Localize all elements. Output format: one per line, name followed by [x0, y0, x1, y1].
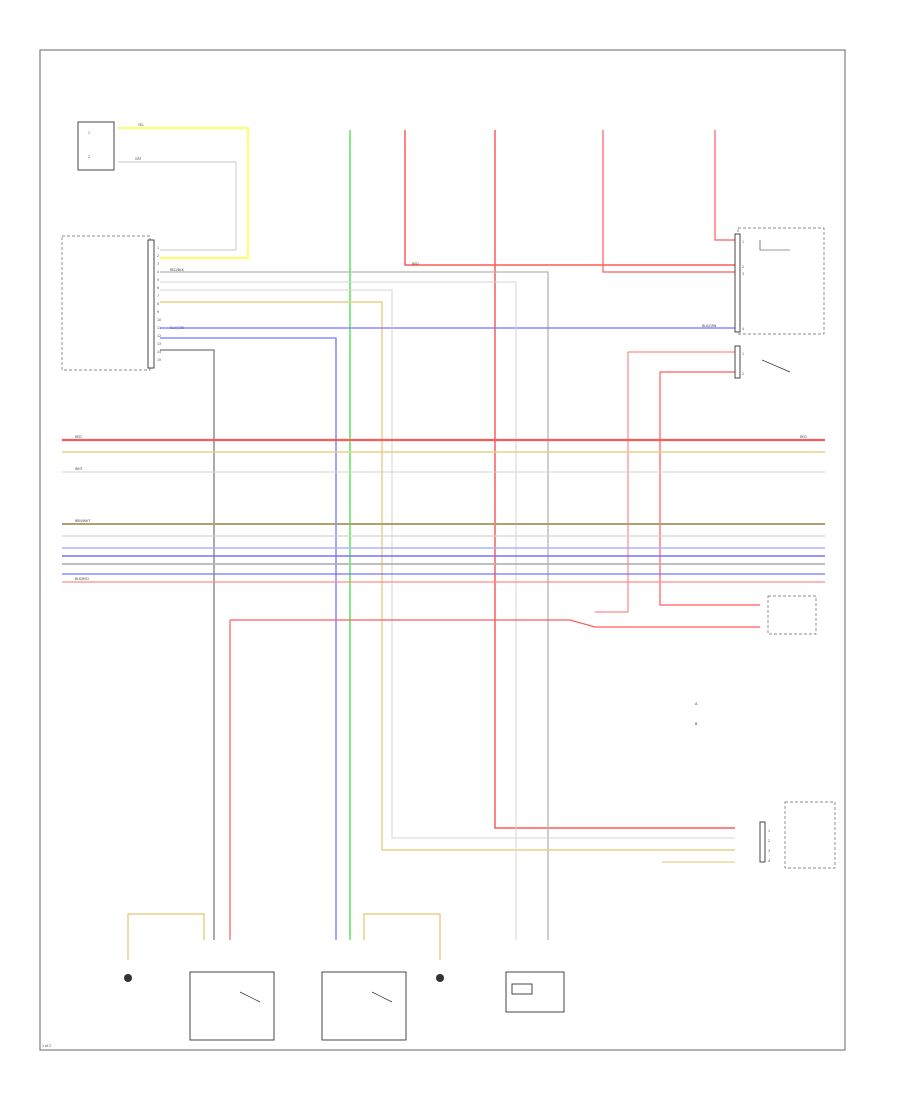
right-middle-outline	[767, 595, 817, 635]
label-grt-top: GRT	[135, 157, 141, 161]
wire-black-down	[160, 349, 215, 940]
cm-pin-13: 13	[157, 342, 161, 346]
label-yel-top: YEL	[138, 123, 144, 127]
top-sensor-box	[77, 121, 115, 171]
cm-pin-3: 3	[157, 262, 159, 266]
module-output-wires: BLU/GRN	[160, 271, 735, 940]
rb-pin-2: 2	[768, 839, 770, 843]
center-motor-box	[321, 971, 407, 1041]
relay-top-outline	[737, 227, 825, 335]
control-module-outline	[61, 235, 151, 371]
wire-pink-down	[595, 352, 629, 613]
page-code: 1 of 2	[42, 1044, 51, 1048]
diagram-frame	[39, 49, 846, 1051]
bus-label-blk-red: BLK/RED	[75, 577, 89, 581]
motor-icon	[239, 991, 261, 1003]
wire-red-horizontal	[230, 619, 760, 628]
legend: A B	[695, 702, 698, 726]
cm-pin-15: 15	[157, 358, 161, 362]
wire-tan-out	[160, 301, 735, 851]
wire-tan-bottom-right	[363, 913, 441, 960]
wire-lightgray-2	[160, 281, 517, 940]
right-bottom-outline	[784, 801, 836, 869]
cm-pin-4: 4	[157, 270, 159, 274]
relay-icon	[759, 240, 790, 251]
cm-pin-7: 7	[157, 294, 159, 298]
cm-pin-6: 6	[157, 286, 159, 290]
bus-lower: BRN/WHT BLK/RED	[62, 519, 825, 583]
relay-pin-3: 3	[742, 272, 744, 276]
wire-yellow-top	[118, 127, 249, 259]
legend-item-a: A	[695, 702, 698, 706]
ground-icon	[436, 974, 444, 982]
label-red-fuse-2: RED	[412, 262, 419, 266]
bus-upper: RED RED WHT	[62, 435, 825, 473]
cm-pin-9: 9	[157, 310, 159, 314]
bottom-components	[124, 913, 565, 1041]
rb-pin-1: 1	[768, 829, 770, 833]
cm-pin-10: 10	[157, 318, 161, 322]
ground-icon	[124, 974, 132, 982]
wire-red-fuse-4	[602, 130, 735, 273]
legend-item-b: B	[695, 722, 698, 726]
right-switch-pin-2: 2	[742, 372, 744, 376]
top-sensor: 1 2 YEL GRT	[77, 121, 249, 259]
right-switch: 1 2	[595, 345, 791, 613]
wire-blue-down	[160, 337, 337, 940]
rb-pin-3: 3	[768, 849, 770, 853]
top-sensor-pin-1: 1	[88, 131, 90, 135]
wire-red-fuse-2	[404, 130, 735, 266]
rb-pin-4: 4	[768, 859, 770, 863]
cm-pin-5: 5	[157, 278, 159, 282]
control-module-pins: 1 2 3 4 5 6 7 8 9 10 11 12 13 14 15	[157, 246, 161, 362]
fuse-wires: RED	[349, 130, 735, 940]
bus-label-wht-l: WHT	[75, 467, 83, 471]
right-switch-connector	[734, 345, 741, 379]
cm-pin-2: 2	[157, 254, 159, 258]
wire-red-fuse-5	[714, 130, 735, 241]
cm-pin-1: 1	[157, 246, 159, 250]
cm-pin-8: 8	[157, 302, 159, 306]
wire-tan-bottom-left	[127, 913, 205, 960]
wire-gray-out	[160, 271, 549, 940]
right-switch-pin-1: 1	[742, 352, 744, 356]
relay-pin-1: 1	[742, 240, 744, 244]
bus-label-brn-wht: BRN/WHT	[75, 519, 90, 523]
cm-pin-14: 14	[157, 350, 161, 354]
bus-label-red-l: RED	[75, 435, 82, 439]
relay-pin-4: 4	[742, 327, 744, 331]
cm-label-red-blk: RED/BLK	[170, 268, 185, 272]
relay-top-connector	[734, 233, 741, 333]
control-module: 1 2 3 4 5 6 7 8 9 10 11 12 13 14 15 RED/…	[61, 235, 185, 371]
relay-top: 1 2 3 4	[734, 227, 825, 335]
control-module-connector	[147, 239, 155, 369]
right-bottom-connector: 1 2 3 4	[662, 801, 836, 869]
switch-icon	[761, 359, 791, 373]
right-middle-component	[229, 595, 817, 940]
wire-red-down	[659, 372, 760, 606]
switch-icon	[371, 991, 393, 1003]
cm-pin-12: 12	[157, 334, 161, 338]
label-blu-grn-right: BLU/GRN	[702, 324, 717, 328]
relay-pin-2: 2	[742, 265, 744, 269]
top-sensor-pin-2: 2	[88, 155, 90, 159]
right-bottom-pins	[759, 821, 766, 863]
wire-red-fuse-3	[494, 130, 735, 829]
connector-icon	[511, 983, 533, 995]
cm-pin-11: 11	[157, 326, 161, 330]
wire-gray-top	[118, 161, 237, 251]
bus-label-red-r: RED	[800, 435, 807, 439]
left-motor-box	[189, 971, 275, 1041]
